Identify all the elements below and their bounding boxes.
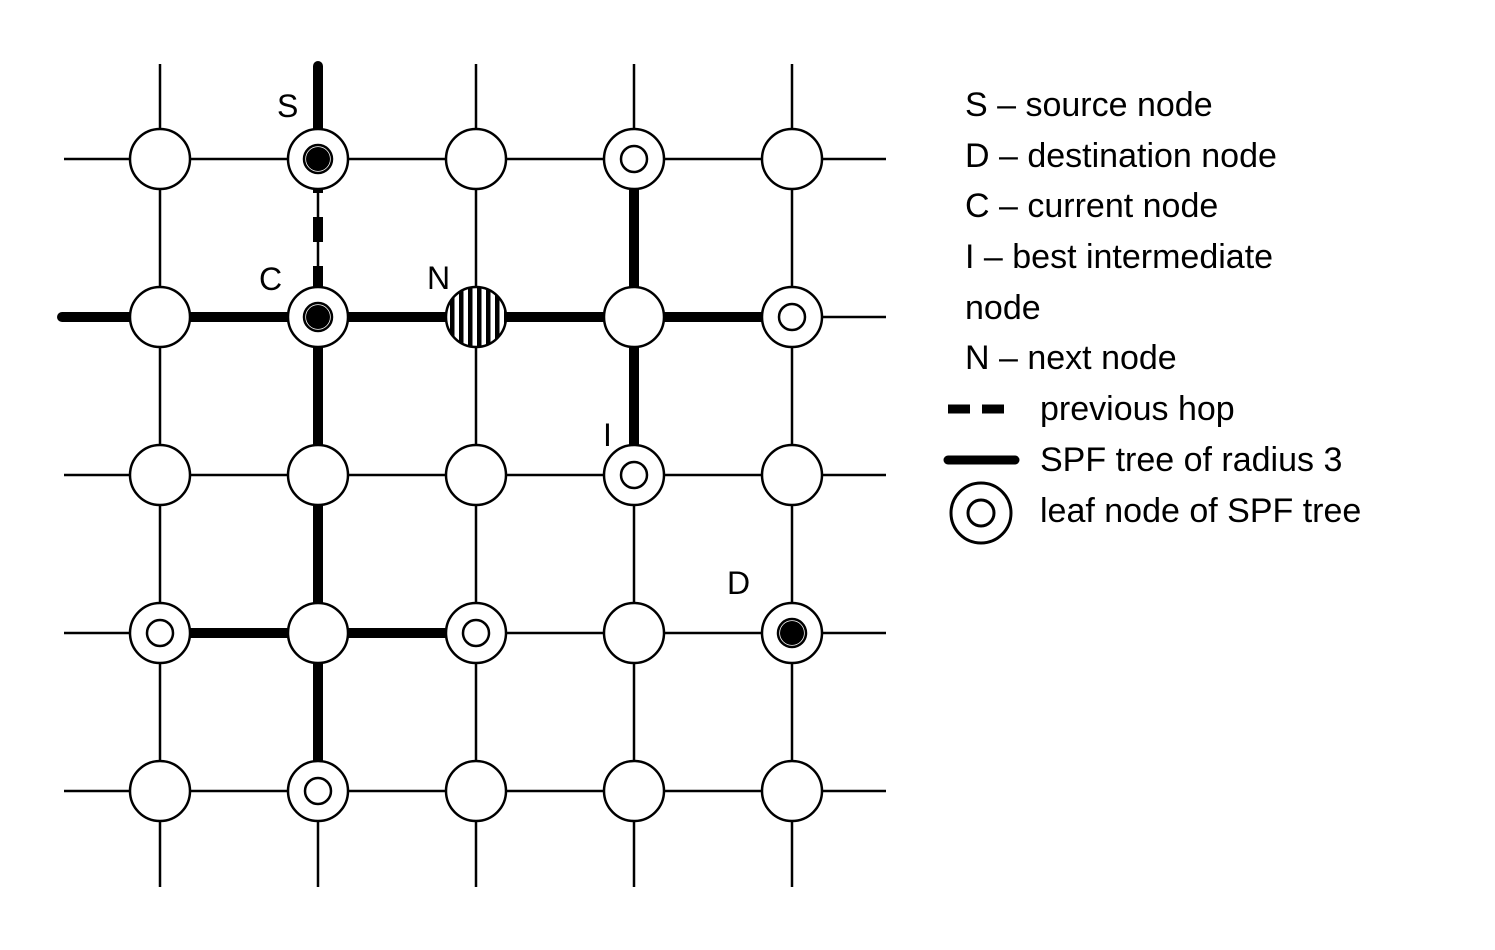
leaf-node-inner-ring (619, 460, 649, 490)
destination-node-label: D (727, 565, 750, 601)
grid-node (760, 127, 824, 191)
legend-intermediate-line2: node (965, 289, 1041, 327)
leaf-node-inner-ring (461, 618, 491, 648)
legend: S – source node D – destination node C –… (943, 86, 1361, 545)
grid-node (444, 127, 508, 191)
grid-node (128, 759, 192, 823)
grid-node (128, 127, 192, 191)
grid-node (602, 285, 666, 349)
grid-node (760, 759, 824, 823)
legend-spf-tree: SPF tree of radius 3 (1040, 441, 1342, 479)
grid-node (602, 759, 666, 823)
grid-node (444, 759, 508, 823)
legend-leaf-node-inner-icon (966, 498, 996, 528)
node-center-dot (306, 147, 330, 171)
grid-node (128, 285, 192, 349)
legend-previous-hop: previous hop (1040, 390, 1235, 428)
leaf-node-inner-ring (777, 302, 807, 332)
grid-node (128, 443, 192, 507)
grid-node (286, 601, 350, 665)
current-node-label: C (259, 261, 282, 297)
grid-node (286, 443, 350, 507)
node-center-dot (780, 621, 804, 645)
legend-source: S – source node (965, 86, 1213, 124)
grid-node (760, 443, 824, 507)
legend-destination: D – destination node (965, 137, 1277, 175)
next-node-label: N (427, 260, 450, 296)
leaf-node-inner-ring (145, 618, 175, 648)
legend-next: N – next node (965, 339, 1177, 377)
legend-current: C – current node (965, 187, 1218, 225)
leaf-node-inner-ring (619, 144, 649, 174)
legend-leaf-node: leaf node of SPF tree (1040, 492, 1361, 530)
legend-intermediate-line1: I – best intermediate (965, 238, 1273, 276)
node-center-dot (306, 305, 330, 329)
grid-node (444, 443, 508, 507)
intermediate-node-label: I (603, 417, 612, 453)
leaf-node-inner-ring (303, 776, 333, 806)
source-node-label: S (277, 88, 298, 124)
grid-node (602, 601, 666, 665)
grid-nodes (128, 127, 824, 823)
next-node (444, 285, 508, 349)
